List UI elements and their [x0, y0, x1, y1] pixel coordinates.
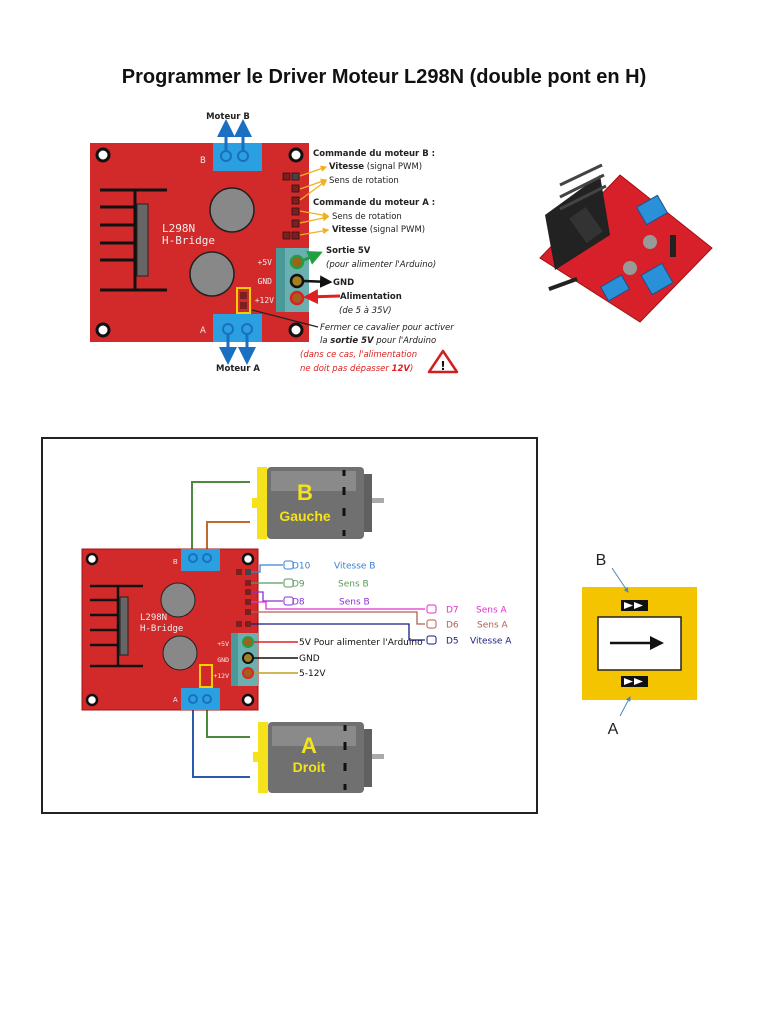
- module-photo: [539, 163, 713, 323]
- motor-b: B Gauche: [252, 467, 384, 539]
- connector-icon: [426, 604, 437, 614]
- connector-icon: [283, 596, 294, 606]
- symbol-label-a: A: [608, 721, 619, 738]
- motor-wires: [191, 481, 250, 778]
- signal-label: Sens B: [338, 580, 369, 590]
- signal-pin: D6: [446, 621, 459, 631]
- h-bridge-symbol: B A: [582, 552, 697, 738]
- warning-triangle-icon: !: [427, 349, 459, 374]
- power-in-label: 5-12V: [299, 669, 326, 679]
- signal-wire: [251, 591, 283, 602]
- chip-label-2: H-Bridge: [140, 624, 183, 634]
- page-title: Programmer le Driver Moteur L298N (doubl…: [121, 66, 647, 88]
- symbol-label-b: B: [596, 552, 607, 569]
- mounting-holes: [95, 147, 304, 338]
- terminal-b-label: B: [200, 156, 206, 166]
- signal-wire: [251, 601, 425, 610]
- cmd-b-direction: Sens de rotation: [329, 176, 399, 186]
- jumper-note-2: la sortie 5V pour l'Arduino: [320, 336, 436, 346]
- fast-forward-icon: [621, 676, 648, 687]
- terminal-b-label: B: [173, 559, 178, 566]
- capacitor: [209, 187, 255, 233]
- connector-icon: [426, 619, 437, 629]
- fast-forward-icon: [621, 600, 648, 611]
- signal-label: Vitesse A: [470, 637, 512, 647]
- chip: [136, 203, 149, 277]
- cmd-a-heading: Commande du moteur A :: [313, 198, 435, 208]
- terminal-a: [213, 314, 262, 342]
- gnd-label: GND: [333, 278, 354, 288]
- motor-a-label: Moteur A: [216, 364, 260, 374]
- pin-12v-label: +12V: [213, 672, 229, 680]
- l298n-pinout-diagram: L298N H-Bridge Moteur B B Moteur A A +5V…: [90, 112, 459, 374]
- warning-line-2: ne doit pas dépasser 12V): [300, 363, 413, 374]
- jumper-note-1: Fermer ce cavalier pour activer: [320, 323, 454, 333]
- out5v-label: Sortie 5V: [326, 246, 371, 256]
- signal-pin: D10: [292, 562, 311, 572]
- pin-gnd-label: GND: [217, 656, 229, 664]
- cmd-b-speed: Vitesse (signal PWM): [329, 162, 422, 172]
- signal-label: Sens A: [477, 621, 509, 631]
- chip-label-2: H-Bridge: [162, 234, 215, 247]
- jumper: [199, 664, 213, 688]
- jumper: [236, 287, 251, 314]
- connector-icon: [426, 635, 437, 645]
- capacitor: [189, 251, 235, 297]
- connector-icon: [283, 578, 294, 588]
- capacitor: [162, 635, 198, 671]
- out5v-note: (pour alimenter l'Arduino): [326, 260, 436, 270]
- pin-12v-label: +12V: [255, 296, 274, 305]
- callout-lines: [299, 165, 330, 236]
- motor-b-name: Gauche: [279, 508, 331, 524]
- signal-pin: D7: [446, 606, 459, 616]
- heatsink-icon: [90, 584, 143, 668]
- motor-a-letter: A: [301, 733, 317, 758]
- power-label: Alimentation: [340, 292, 402, 302]
- signal-pin: D8: [292, 598, 305, 608]
- motor-a: A Droit: [253, 722, 384, 793]
- pin-5v-label: +5V: [258, 258, 273, 267]
- signal-pin: D5: [446, 637, 459, 647]
- warning-line-1: (dans ce cas, l'alimentation: [300, 350, 417, 360]
- control-pins: [282, 172, 300, 240]
- power-gnd-label: GND: [299, 654, 320, 664]
- signal-label: Sens B: [339, 598, 370, 608]
- pin-5v-label: +5V: [217, 640, 229, 648]
- wiring-diagram: B Gauche A Droit: [41, 437, 538, 814]
- cmd-b-heading: Commande du moteur B :: [313, 149, 435, 159]
- svg-text:!: !: [440, 359, 445, 373]
- chip-label: L298N: [162, 222, 195, 235]
- signal-wire: [251, 564, 283, 573]
- motor-a-name: Droit: [293, 759, 326, 775]
- chip-label: L298N: [140, 613, 167, 623]
- terminal-a-label: A: [173, 697, 178, 704]
- cmd-a-speed: Vitesse (signal PWM): [332, 225, 425, 235]
- signal-pin: D9: [292, 580, 305, 590]
- signal-label: Vitesse B: [334, 562, 375, 572]
- pin-gnd-label: GND: [258, 277, 273, 286]
- capacitor: [160, 582, 196, 618]
- power-note: (de 5 à 35V): [339, 306, 392, 316]
- signal-label: Sens A: [476, 606, 508, 616]
- signal-wire: [251, 623, 425, 641]
- terminal-a-label: A: [200, 326, 206, 336]
- cmd-a-direction: Sens de rotation: [332, 212, 402, 222]
- signal-wire: [251, 611, 425, 625]
- motor-b-letter: B: [297, 480, 313, 505]
- heatsink-icon: [100, 188, 167, 292]
- power-5v-label: 5V Pour alimenter l'Arduino: [299, 638, 423, 648]
- connector-icon: [283, 560, 294, 570]
- motor-b-label: Moteur B: [206, 112, 250, 122]
